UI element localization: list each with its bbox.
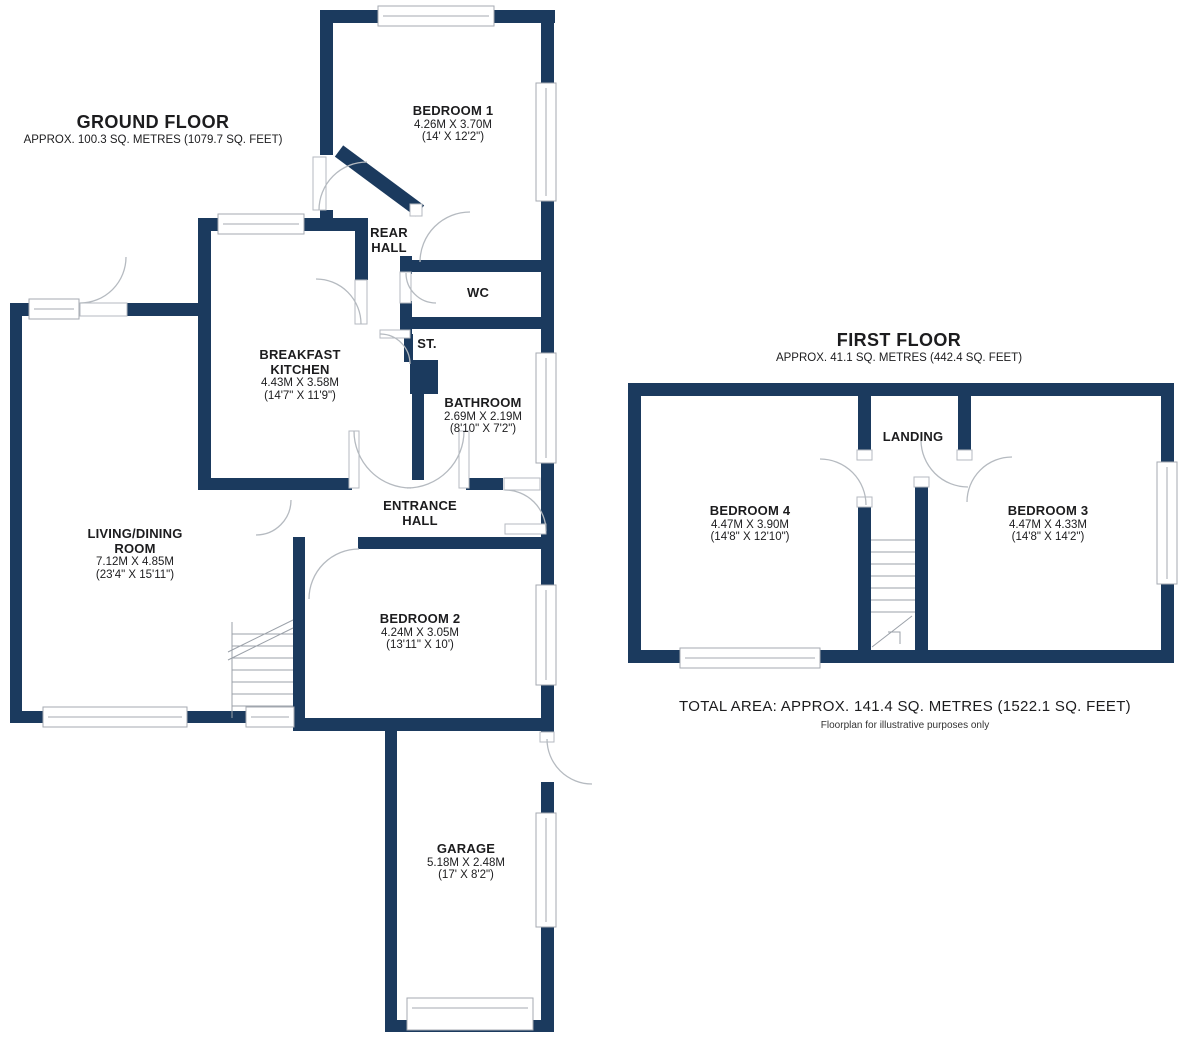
- room-name-line2: ROOM: [114, 540, 156, 556]
- room-name-line2: HALL: [371, 239, 407, 255]
- ground-floor-title: GROUND FLOOR APPROX. 100.3 SQ. METRES (1…: [24, 112, 283, 147]
- first-floor-windows: [679, 461, 1178, 669]
- room-size-metric: 4.24M X 3.05M: [381, 626, 459, 639]
- room-size-imperial: (14'8" X 12'10"): [710, 531, 790, 544]
- room-name: ENTRANCE: [383, 498, 457, 513]
- room-name: BEDROOM 2: [379, 611, 461, 626]
- room-label-garage: GARAGE 5.18M X 2.48M (17' X 8'2"): [427, 841, 505, 882]
- room-label-st: ST.: [417, 336, 437, 352]
- room-name-line2: HALL: [402, 512, 438, 528]
- room-size-metric: 4.26M X 3.70M: [414, 118, 492, 131]
- room-name: WC: [466, 285, 490, 300]
- room-name: GARAGE: [436, 841, 496, 856]
- room-size-imperial: (14' X 12'2"): [421, 131, 485, 144]
- room-size-imperial: (13'11" X 10'): [386, 639, 454, 652]
- room-size-imperial: (23'4" X 15'11"): [95, 568, 175, 581]
- room-label-bedroom-1: BEDROOM 1 4.26M X 3.70M (14' X 12'2"): [412, 103, 494, 144]
- room-label-landing: LANDING: [882, 429, 944, 445]
- room-size-imperial: (14'8" X 14'2"): [1011, 531, 1085, 544]
- room-label-wc: WC: [466, 285, 490, 301]
- room-name: ST.: [417, 336, 437, 351]
- room-size-imperial: (8'10" X 7'2"): [449, 423, 517, 436]
- room-label-bedroom-2: BEDROOM 2 4.24M X 3.05M (13'11" X 10'): [379, 611, 461, 652]
- room-name: LANDING: [882, 429, 944, 444]
- ground-floor-doors: [79, 156, 593, 785]
- room-size-metric: 4.47M X 4.33M: [1009, 518, 1087, 531]
- room-label-entrance-hall: ENTRANCE HALL: [383, 498, 457, 528]
- first-floor-stairs: [871, 539, 915, 648]
- room-name-line2: KITCHEN: [270, 361, 330, 377]
- room-name: REAR: [370, 225, 408, 240]
- room-label-living-dining: LIVING/DINING ROOM 7.12M X 4.85M (23'4" …: [87, 526, 183, 582]
- room-name: BREAKFAST: [259, 347, 341, 362]
- room-label-bedroom-3: BEDROOM 3 4.47M X 4.33M (14'8" X 14'2"): [1007, 503, 1089, 544]
- room-size-imperial: (14'7" X 11'9"): [264, 389, 336, 402]
- ground-floor-title-text: GROUND FLOOR: [76, 112, 230, 132]
- total-area-note: TOTAL AREA: APPROX. 141.4 SQ. METRES (15…: [679, 698, 1131, 731]
- room-label-bathroom: BATHROOM 2.69M X 2.19M (8'10" X 7'2"): [444, 395, 522, 436]
- ground-floor-subtitle: APPROX. 100.3 SQ. METRES (1079.7 SQ. FEE…: [23, 134, 283, 147]
- room-size-metric: 4.47M X 3.90M: [711, 518, 789, 531]
- room-name: BEDROOM 4: [709, 503, 791, 518]
- room-name: LIVING/DINING: [87, 526, 183, 541]
- first-floor-doors: [819, 439, 1013, 508]
- room-name: BATHROOM: [444, 395, 522, 410]
- room-size-metric: 4.43M X 3.58M: [261, 377, 339, 390]
- room-size-metric: 5.18M X 2.48M: [427, 856, 505, 869]
- ground-floor-stairs: [227, 619, 294, 718]
- room-name: BEDROOM 3: [1007, 503, 1089, 518]
- room-label-breakfast-kitchen: BREAKFAST KITCHEN 4.43M X 3.58M (14'7" X…: [259, 347, 341, 403]
- room-size-imperial: (17' X 8'2"): [438, 869, 494, 882]
- room-size-metric: 7.12M X 4.85M: [96, 556, 174, 569]
- disclaimer-text: Floorplan for illustrative purposes only: [820, 719, 990, 731]
- first-floor-title: FIRST FLOOR APPROX. 41.1 SQ. METRES (442…: [776, 330, 1022, 365]
- room-size-metric: 2.69M X 2.19M: [444, 410, 522, 423]
- ground-floor-windows: [28, 5, 557, 1031]
- first-floor-title-text: FIRST FLOOR: [836, 330, 962, 350]
- room-label-rear-hall: REAR HALL: [370, 225, 408, 255]
- room-name: BEDROOM 1: [412, 103, 494, 118]
- room-label-bedroom-4: BEDROOM 4 4.47M X 3.90M (14'8" X 12'10"): [709, 503, 791, 544]
- total-area-text: TOTAL AREA: APPROX. 141.4 SQ. METRES (15…: [679, 698, 1131, 715]
- first-floor-subtitle: APPROX. 41.1 SQ. METRES (442.4 SQ. FEET): [775, 352, 1023, 365]
